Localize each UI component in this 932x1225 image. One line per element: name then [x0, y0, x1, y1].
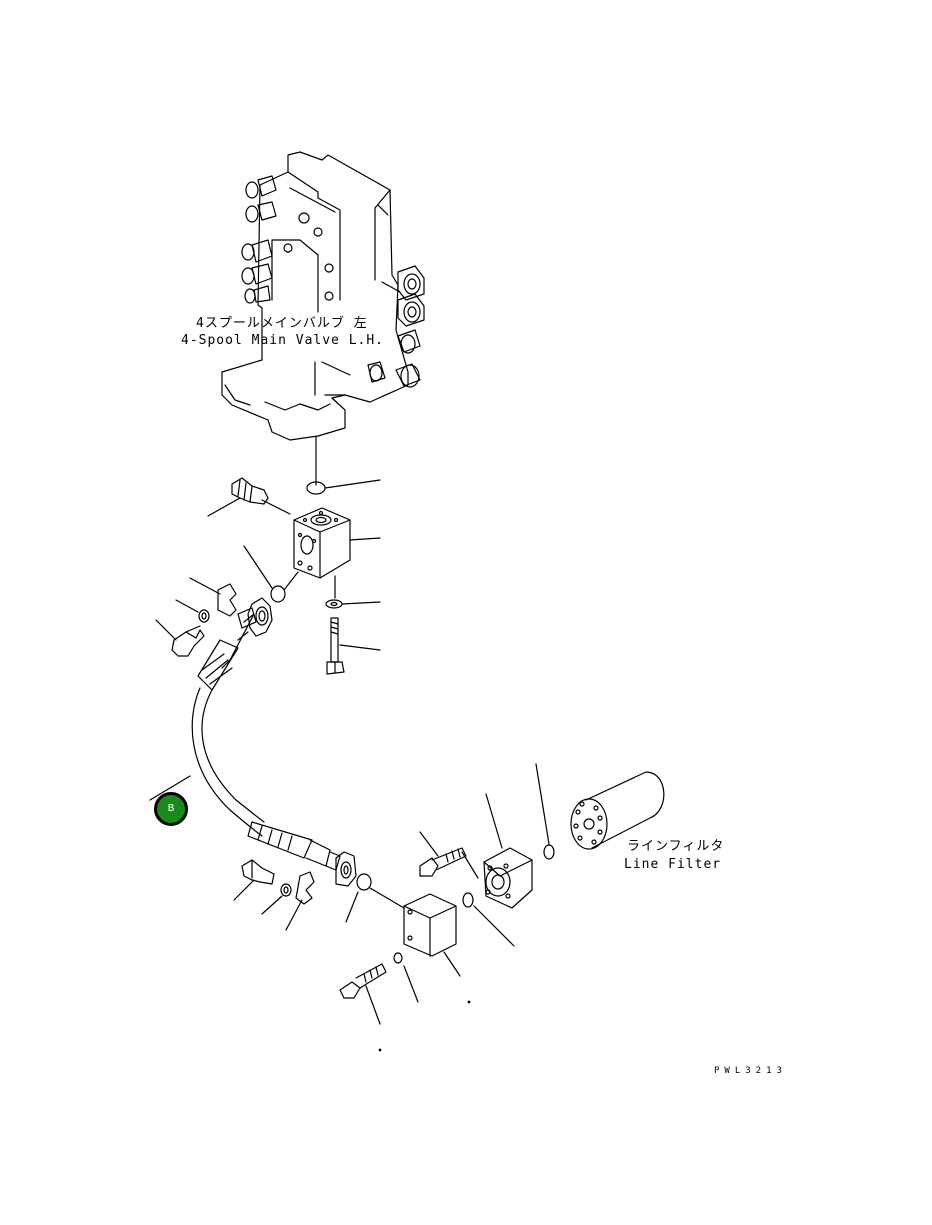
hose-assembly [191, 613, 341, 871]
line-filter-label-jp: ラインフィルタ [627, 839, 725, 854]
lower-split-flange [233, 851, 357, 931]
upper-valve-block [293, 507, 381, 599]
drawing-code: PWL3213 [714, 1066, 787, 1076]
o-ring-filter-head [462, 892, 474, 908]
upper-elbow-fitting [207, 477, 291, 517]
washer-lower [393, 952, 403, 964]
right-port-fittings [367, 265, 425, 388]
callout-badge-b[interactable]: B [154, 792, 188, 826]
line-filter-label-en: Line Filter [624, 857, 722, 872]
o-ring-upper-callout [324, 479, 381, 489]
main-valve-label-en: 4-Spool Main Valve L.H. [181, 333, 385, 348]
badge-leader-line [149, 775, 191, 801]
o-ring-mid [270, 585, 286, 603]
lower-valve-block [403, 893, 461, 977]
lower-bolt [339, 963, 387, 1025]
main-valve [221, 151, 425, 441]
main-valve-label-jp: 4スプールメインバルブ 左 [196, 316, 368, 331]
upper-split-flange [155, 577, 273, 657]
washer-upper [325, 599, 343, 609]
o-ring-filter [543, 844, 555, 860]
o-ring-lower [356, 873, 372, 891]
upper-long-bolt [326, 617, 381, 675]
left-spool-caps [241, 175, 277, 304]
line-filter-cartridge [570, 771, 665, 850]
filter-head [483, 793, 533, 909]
filter-bolt [419, 831, 479, 879]
